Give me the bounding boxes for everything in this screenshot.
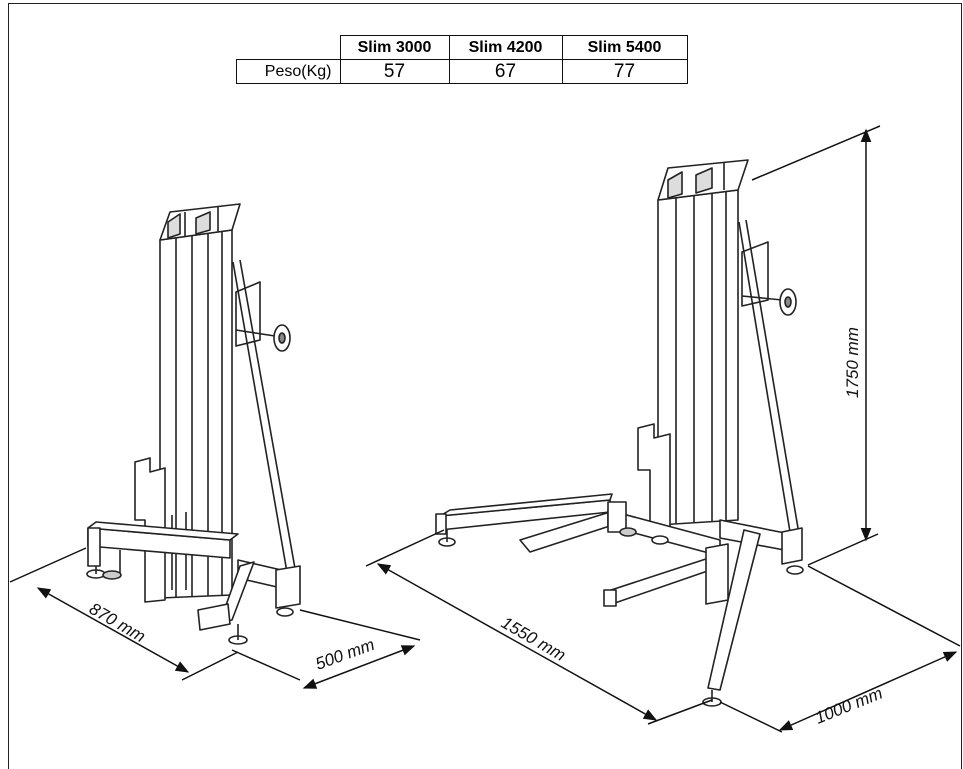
table-row-label: Peso(Kg) [236,59,341,84]
dim-label-870: 870 mm [86,599,149,646]
dim-label-500: 500 mm [313,635,377,674]
dim-label-1550: 1550 mm [498,613,569,665]
dim-label-1750: 1750 mm [843,327,862,398]
dimension-lines [9,125,961,733]
table-cell-slim-3000: 57 [339,59,450,84]
dim-label-1000: 1000 mm [812,684,885,728]
deployed-lift-illustration [435,159,804,707]
table-cell-slim-5400: 77 [561,59,688,84]
folded-lift-illustration [86,203,301,645]
figure-frame [8,3,962,769]
table-header-slim-3000: Slim 3000 [339,35,450,60]
table-header-slim-4200: Slim 4200 [448,35,563,60]
table-cell-slim-4200: 67 [448,59,563,84]
weight-table: Slim 3000 Slim 4200 Slim 5400 Peso(Kg) 5… [236,35,688,84]
table-row: Peso(Kg) 57 67 77 [236,59,688,84]
